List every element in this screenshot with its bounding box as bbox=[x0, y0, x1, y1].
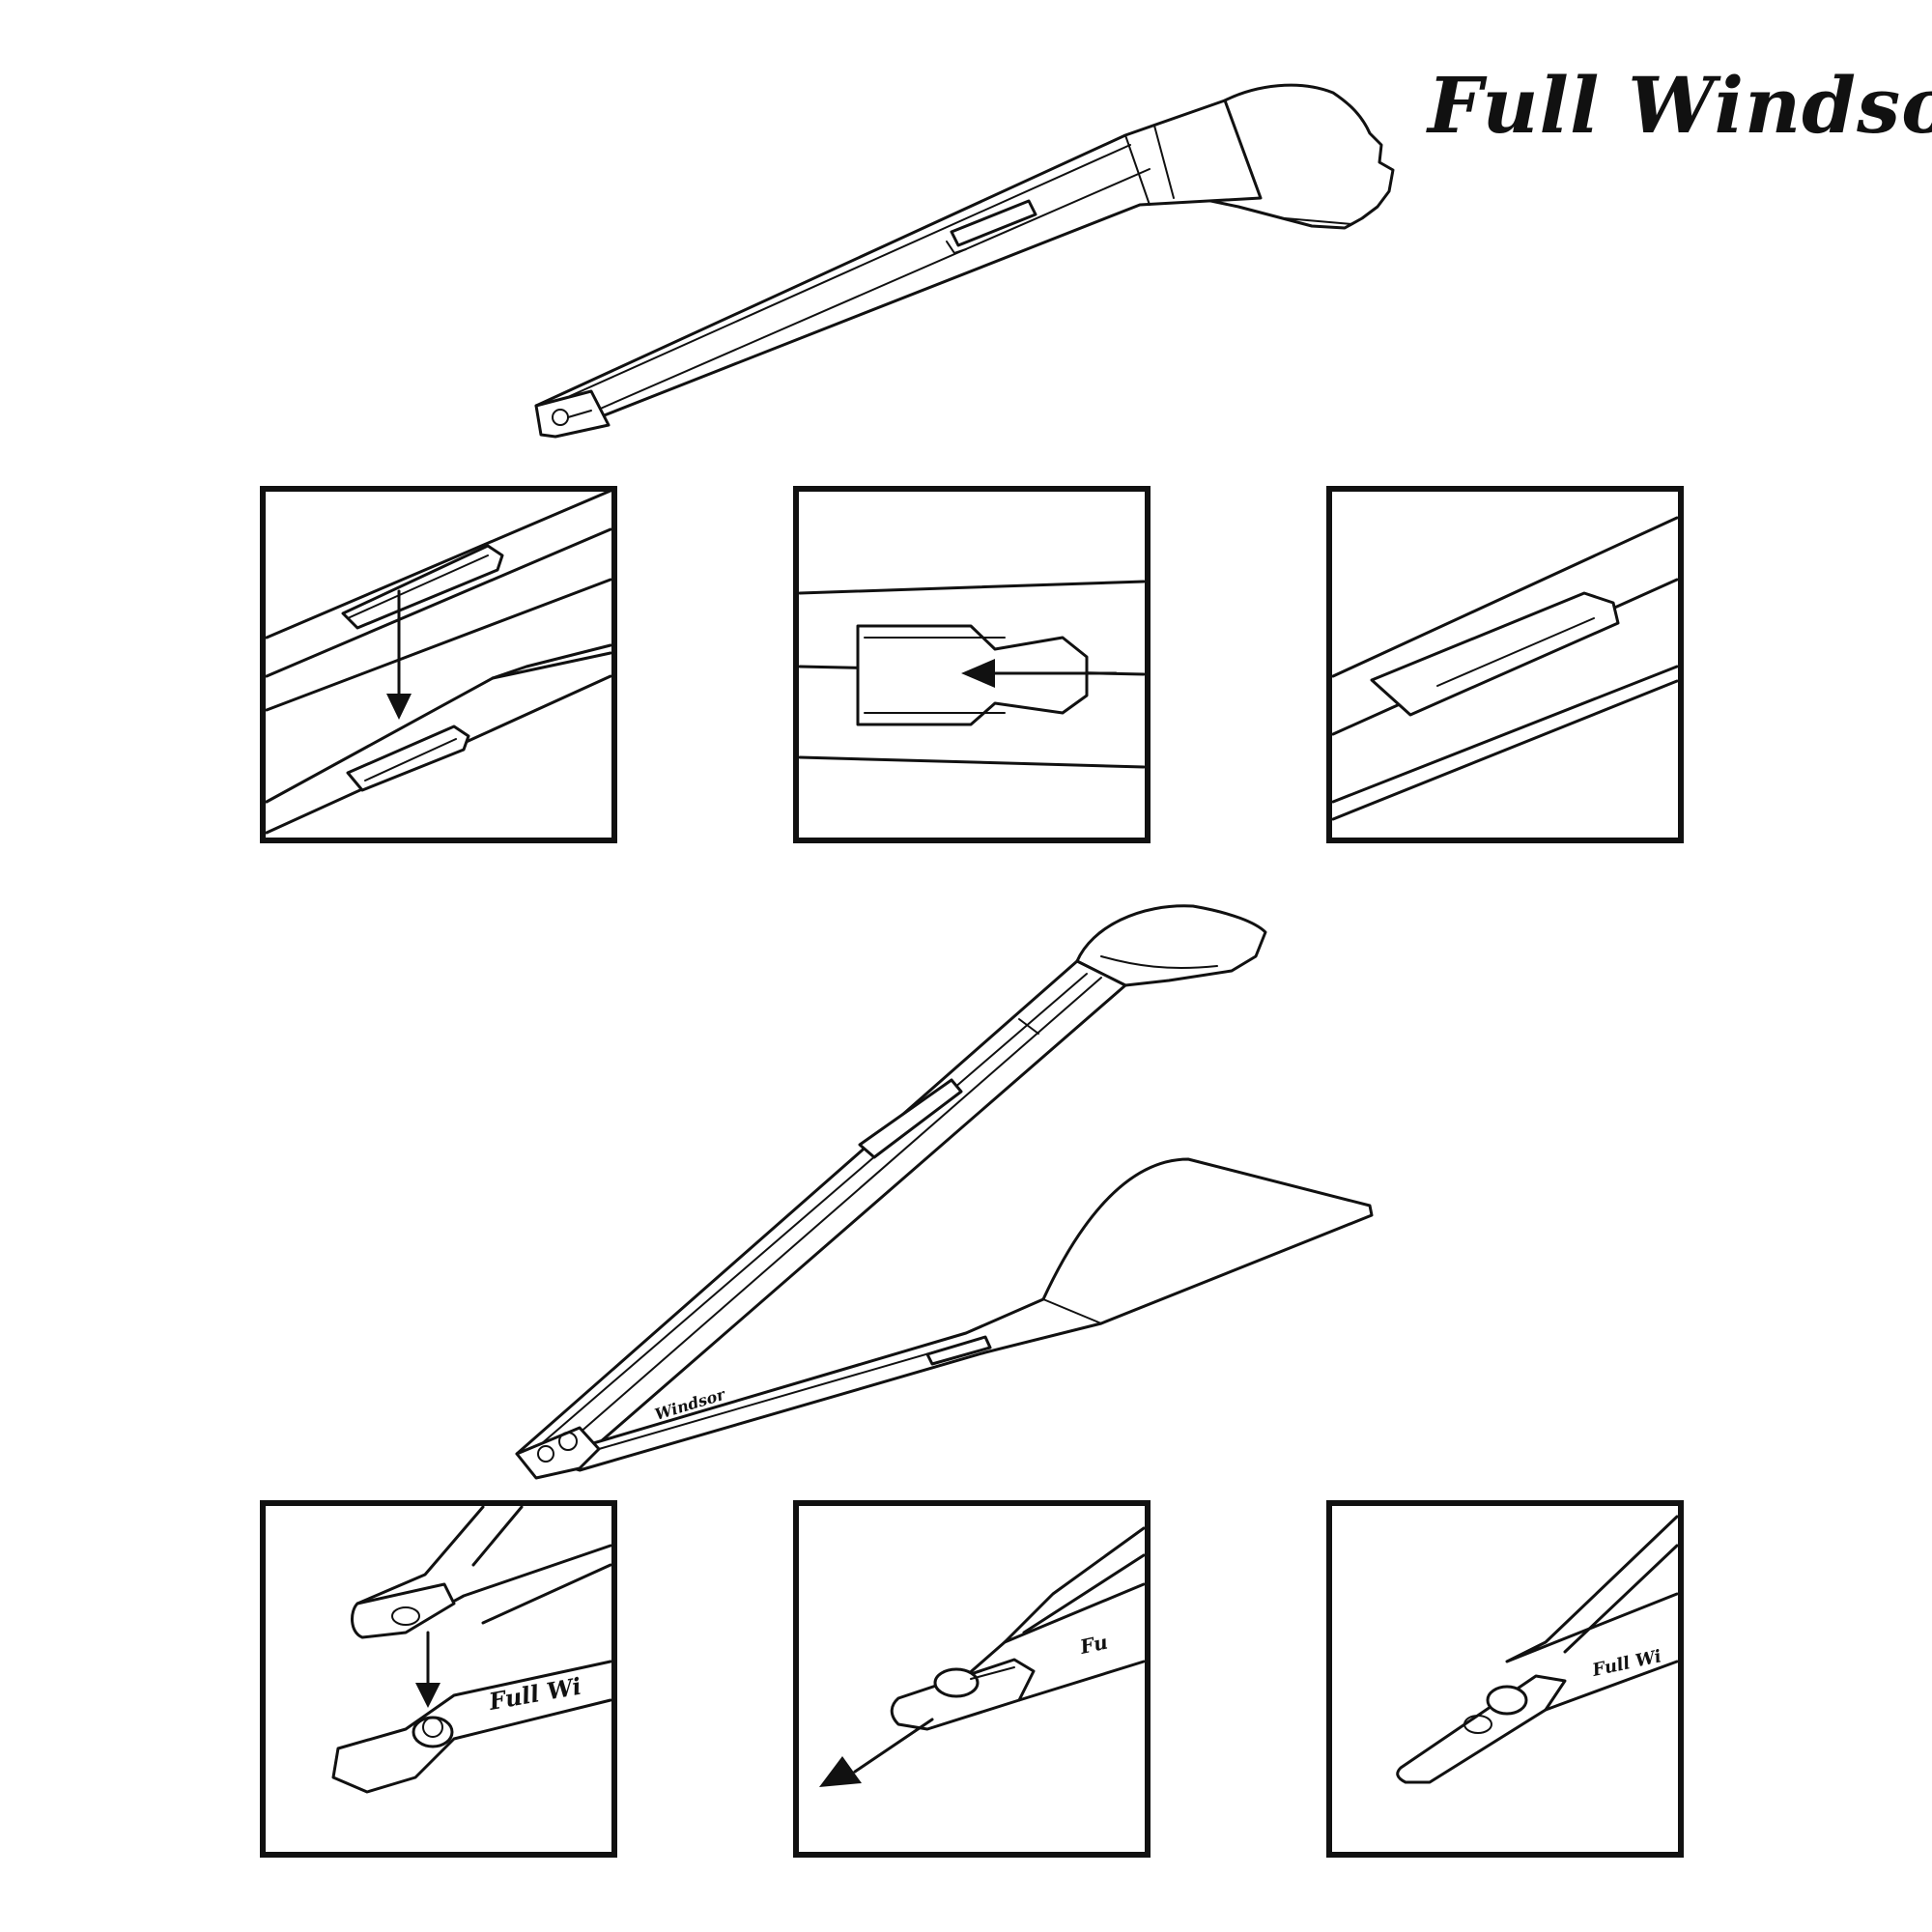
step-panel-5: Fu bbox=[793, 1500, 1151, 1858]
arrow-down-icon bbox=[386, 694, 412, 720]
step-panel-2 bbox=[793, 486, 1151, 843]
step-panel-3 bbox=[1326, 486, 1684, 843]
opened-tool-illustration: Windsor bbox=[515, 904, 1374, 1480]
engraved-brand-text: Fu bbox=[1077, 1631, 1110, 1660]
step-panel-1 bbox=[260, 486, 617, 843]
assembled-tool-illustration bbox=[534, 83, 1395, 439]
step-panel-6: Full Wi bbox=[1326, 1500, 1684, 1858]
arrow-down-icon bbox=[415, 1683, 440, 1708]
arrow-left-icon bbox=[961, 659, 995, 688]
brand-title: Full Windsor bbox=[1428, 60, 1932, 151]
step-panel-4: Full Wi bbox=[260, 1500, 617, 1858]
arrow-down-left-icon bbox=[819, 1756, 862, 1787]
